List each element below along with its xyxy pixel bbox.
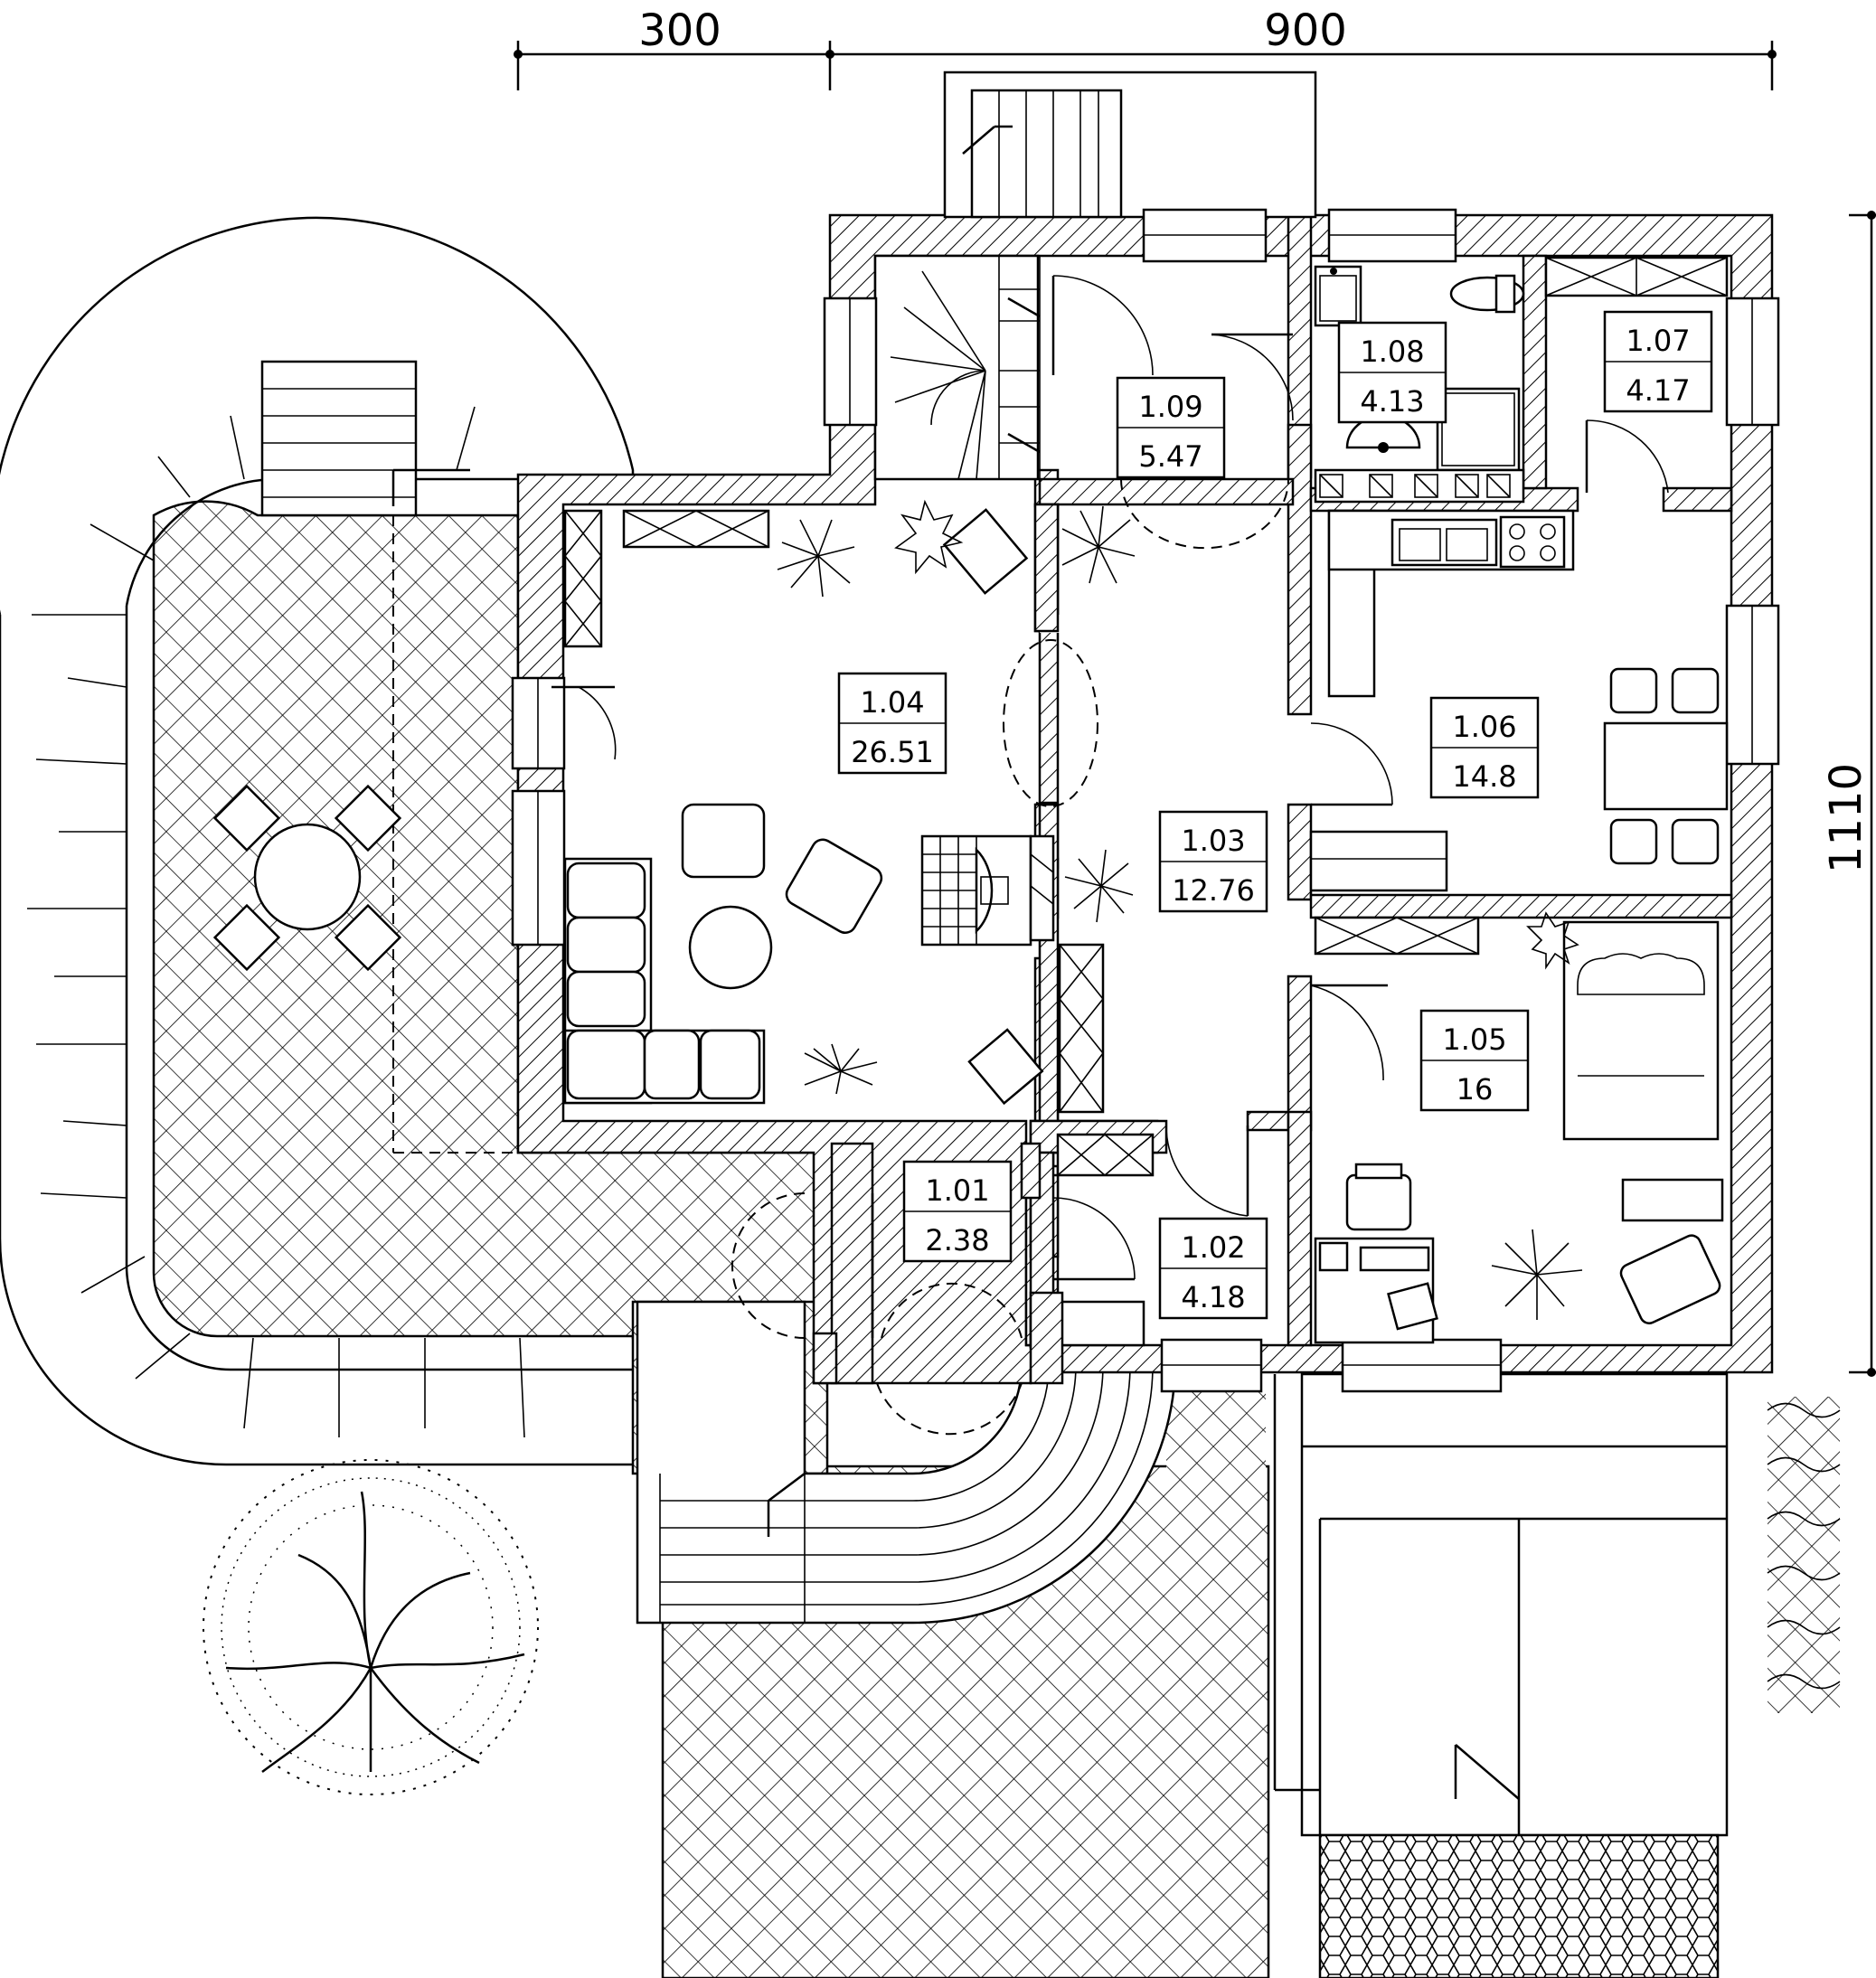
kitchen-fixtures bbox=[1309, 509, 1729, 956]
room-area: 14.8 bbox=[1452, 759, 1516, 794]
room-label-1.06: 1.06 14.8 bbox=[1429, 696, 1540, 799]
room-number: 1.04 bbox=[860, 685, 924, 720]
room-label-1.08: 1.08 4.13 bbox=[1337, 321, 1447, 424]
room-label-1.07: 1.07 4.17 bbox=[1603, 310, 1713, 413]
dimension-top-right: 900 bbox=[1264, 5, 1347, 56]
room-area: 26.51 bbox=[851, 735, 934, 769]
room-number: 1.08 bbox=[1360, 334, 1424, 369]
room-number: 1.01 bbox=[925, 1173, 989, 1208]
bathroom-fixtures bbox=[1314, 265, 1525, 504]
carport bbox=[1273, 1372, 1729, 1978]
room-number: 1.02 bbox=[1181, 1230, 1245, 1265]
room-label-1.04: 1.04 26.51 bbox=[837, 672, 947, 775]
room-number: 1.06 bbox=[1452, 710, 1516, 744]
wardrobe-closet bbox=[1544, 256, 1729, 297]
room-number: 1.03 bbox=[1181, 824, 1245, 858]
vestibule-walls bbox=[812, 1142, 1064, 1385]
bedroom-furniture bbox=[1314, 920, 1724, 1344]
tree bbox=[203, 1459, 539, 1795]
terrace-dining-set bbox=[212, 784, 402, 972]
living-room-furniture bbox=[563, 508, 1155, 1177]
plant-icons bbox=[777, 499, 1583, 1320]
room-area: 4.17 bbox=[1626, 373, 1690, 408]
terrace bbox=[0, 216, 834, 1466]
room-area: 16 bbox=[1456, 1072, 1494, 1107]
room-label-1.03: 1.03 12.76 bbox=[1158, 810, 1268, 913]
room-labels: 1.01 2.38 1.02 4.18 1.03 12.76 1.04 26.5… bbox=[837, 310, 1713, 1320]
room-number: 1.07 bbox=[1626, 324, 1690, 358]
room-area: 5.47 bbox=[1138, 439, 1202, 474]
room-label-1.02: 1.02 4.18 bbox=[1158, 1217, 1268, 1320]
room-area: 4.13 bbox=[1360, 384, 1424, 419]
staircase bbox=[873, 71, 1317, 481]
room-label-1.05: 1.05 16 bbox=[1419, 1009, 1530, 1112]
dimension-lines bbox=[514, 41, 1876, 1377]
room-area: 4.18 bbox=[1181, 1280, 1245, 1314]
room-number: 1.09 bbox=[1138, 390, 1202, 424]
room-area: 12.76 bbox=[1172, 873, 1255, 908]
windows bbox=[511, 208, 1780, 1393]
hedge bbox=[1767, 1397, 1841, 1713]
room-label-1.01: 1.01 2.38 bbox=[902, 1160, 1013, 1263]
dimension-top-left: 300 bbox=[638, 5, 721, 56]
doors bbox=[551, 275, 1669, 1436]
room-number: 1.05 bbox=[1442, 1022, 1506, 1057]
room-label-1.09: 1.09 5.47 bbox=[1116, 376, 1226, 479]
dimension-right-side: 1110 bbox=[1821, 763, 1871, 873]
room-area: 2.38 bbox=[925, 1223, 989, 1257]
